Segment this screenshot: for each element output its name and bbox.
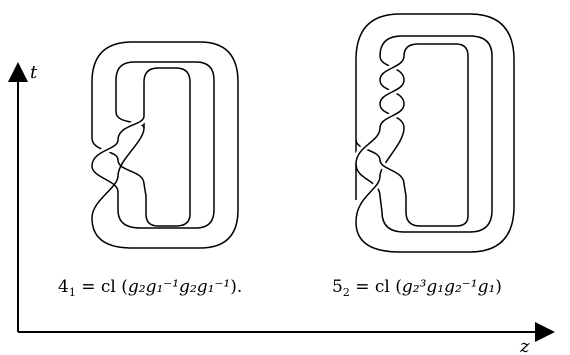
knot-5-2 xyxy=(352,13,515,253)
z-axis-label: z xyxy=(519,336,530,355)
formula-5-2: 52 = cl (g₂³g₁g₂⁻¹g₁) xyxy=(332,277,502,299)
formula-4-1: 41 = cl (g₂g₁⁻¹g₂g₁⁻¹). xyxy=(58,277,242,299)
knot-4-1 xyxy=(88,41,239,249)
t-axis-label: t xyxy=(30,62,38,83)
axes: t z xyxy=(8,62,555,355)
